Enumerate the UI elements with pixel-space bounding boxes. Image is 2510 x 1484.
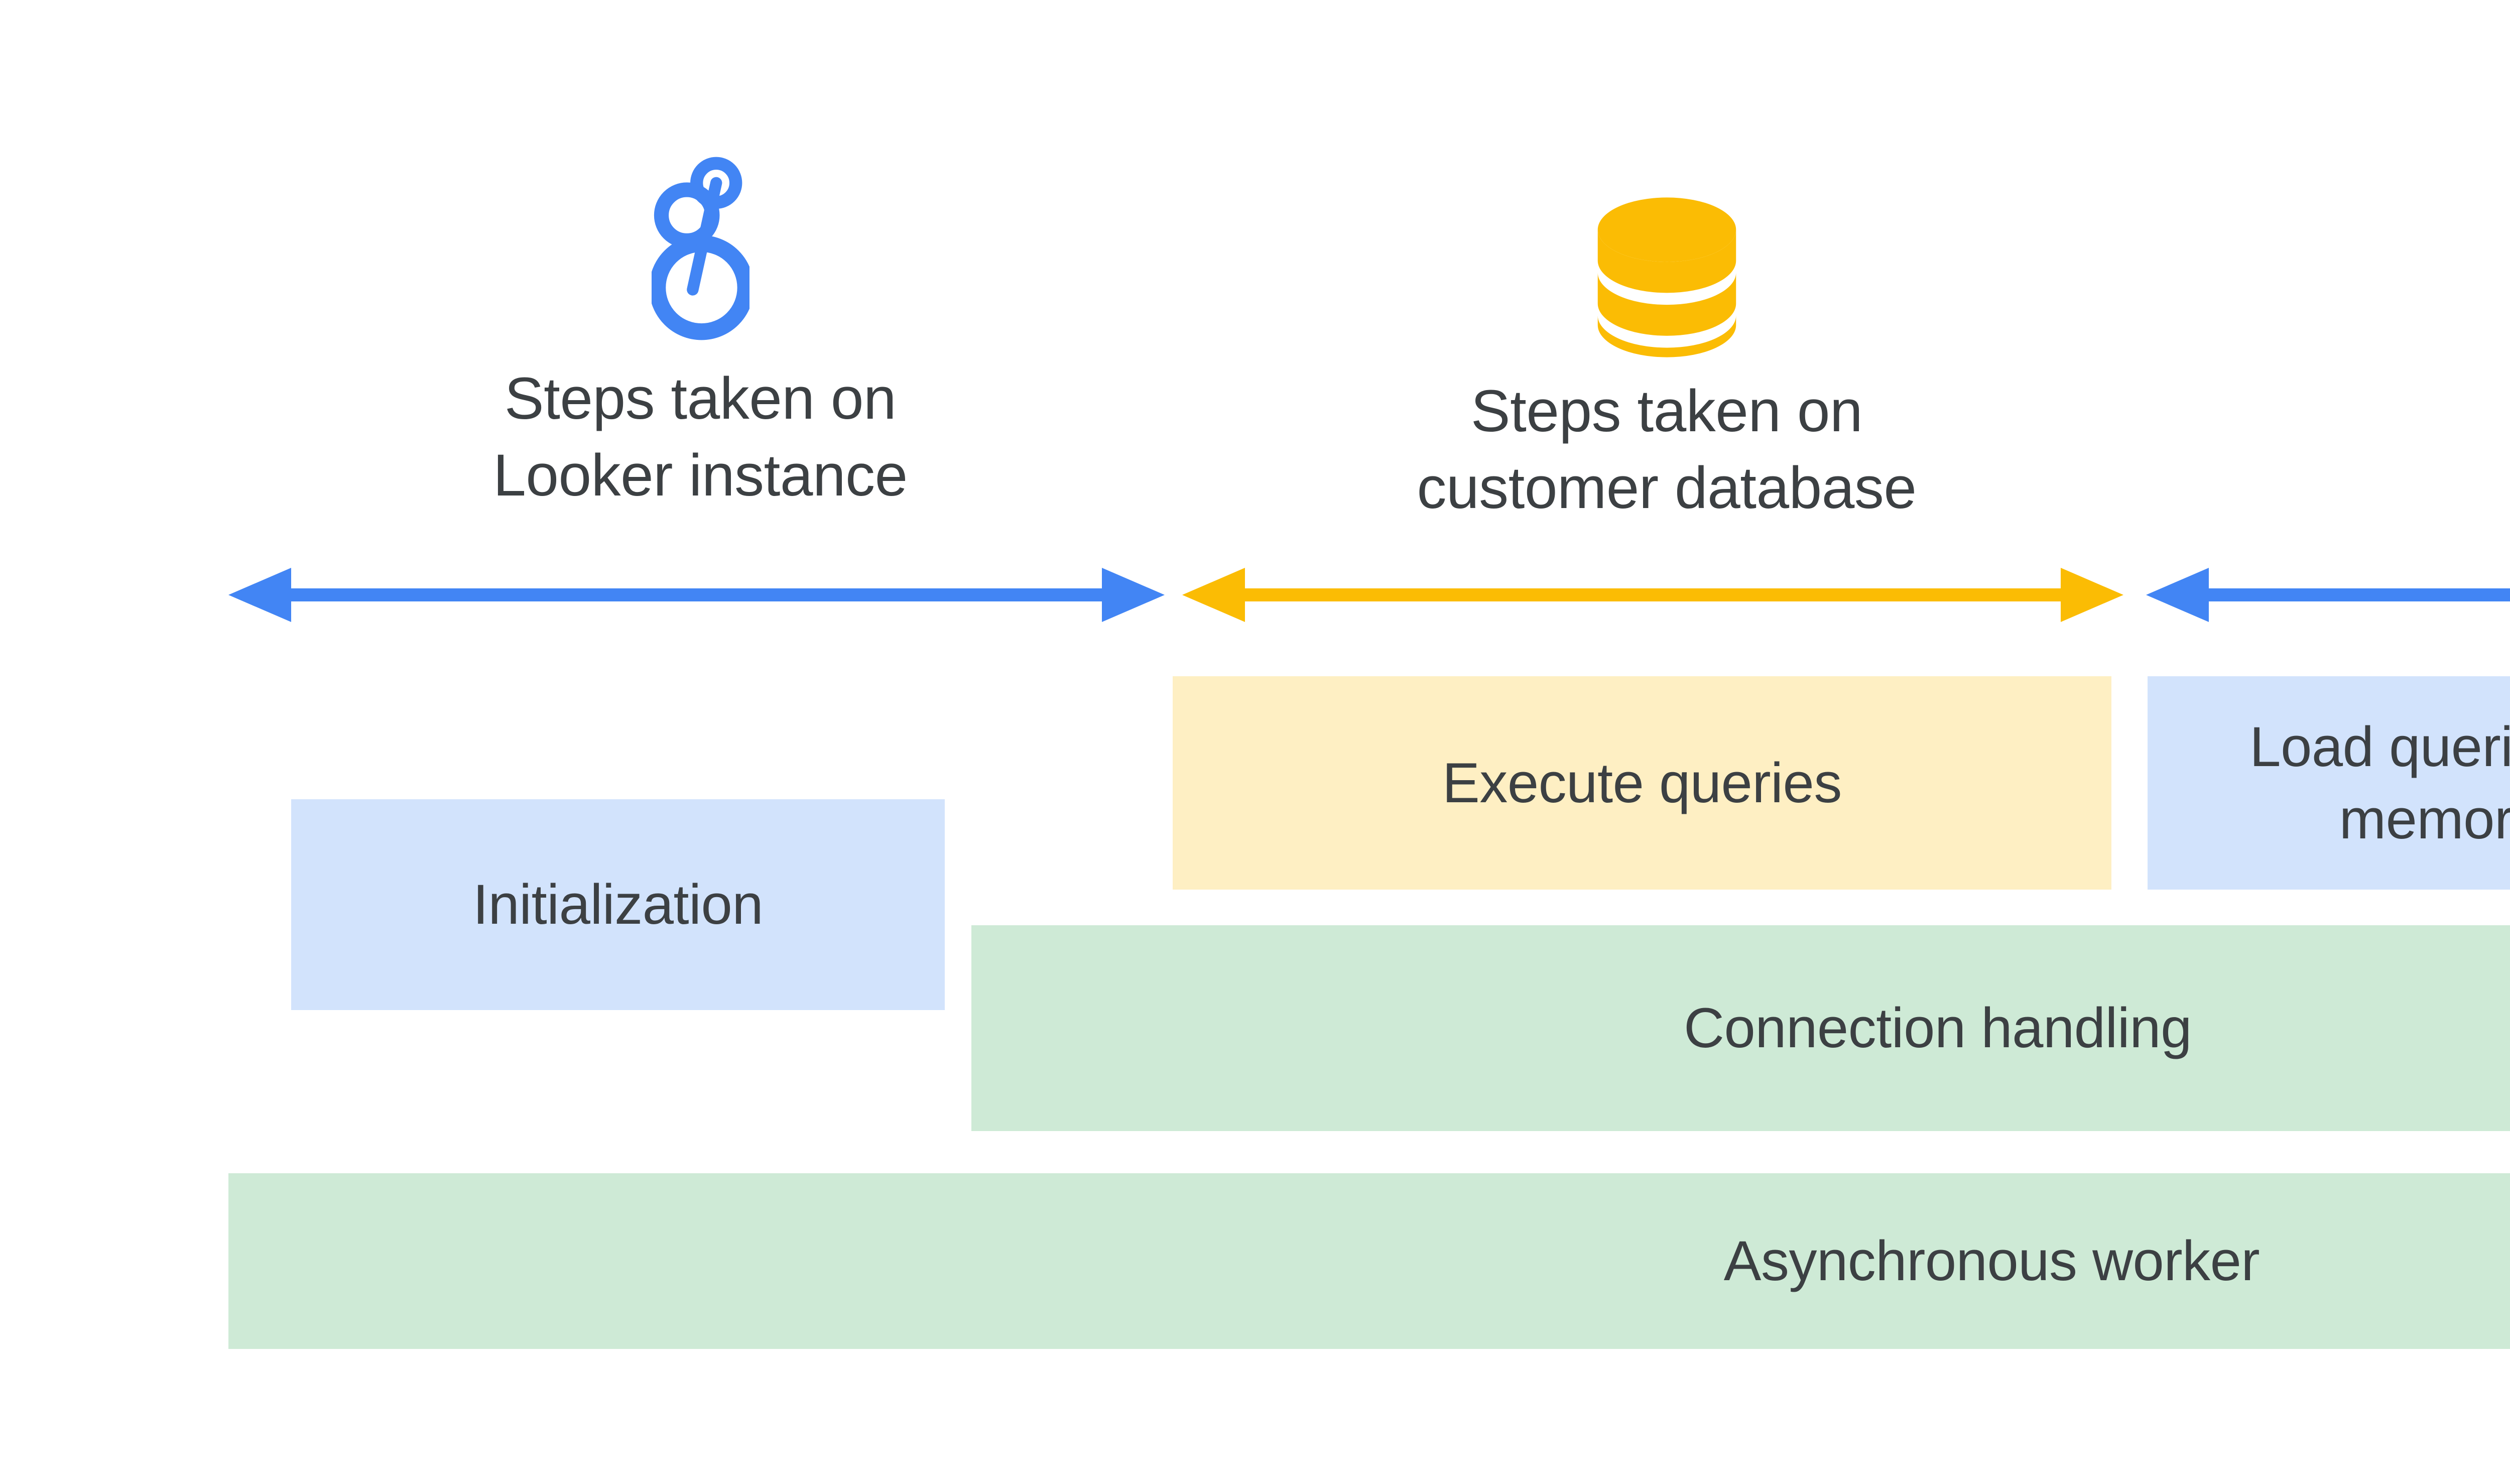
phase-label-asynchronous-worker: Asynchronous worker (1723, 1229, 2260, 1293)
phase-label-initialization: Initialization (472, 873, 764, 936)
region-header-customer-db: Steps taken on customer database (1416, 196, 1918, 527)
database-cylinder-icon (1595, 196, 1738, 359)
region-header-looker-left: Steps taken on Looker instance (449, 151, 951, 515)
region-caption-customer-db: Steps taken on customer database (1417, 378, 1917, 522)
phase-box-load-queries[interactable]: Load queries in memory (2148, 676, 2510, 890)
span-arrow-looker-left (228, 565, 1165, 625)
span-arrow-looker-right (2146, 565, 2510, 625)
region-caption-looker-left: Steps taken on Looker instance (493, 365, 908, 509)
phase-box-asynchronous-worker[interactable]: Asynchronous worker (228, 1173, 2510, 1349)
looker-logo-icon (649, 151, 754, 346)
phase-label-connection-handling: Connection handling (1684, 997, 2192, 1060)
phase-box-connection-handling[interactable]: Connection handling (971, 925, 2510, 1131)
phase-label-execute-queries: Execute queries (1442, 751, 1842, 814)
phase-box-execute-queries[interactable]: Execute queries (1173, 676, 2111, 890)
phase-box-initialization[interactable]: Initialization (291, 799, 945, 1010)
span-arrow-customer-db (1182, 565, 2123, 625)
phase-label-load-queries: Load queries in memory (2249, 715, 2510, 850)
